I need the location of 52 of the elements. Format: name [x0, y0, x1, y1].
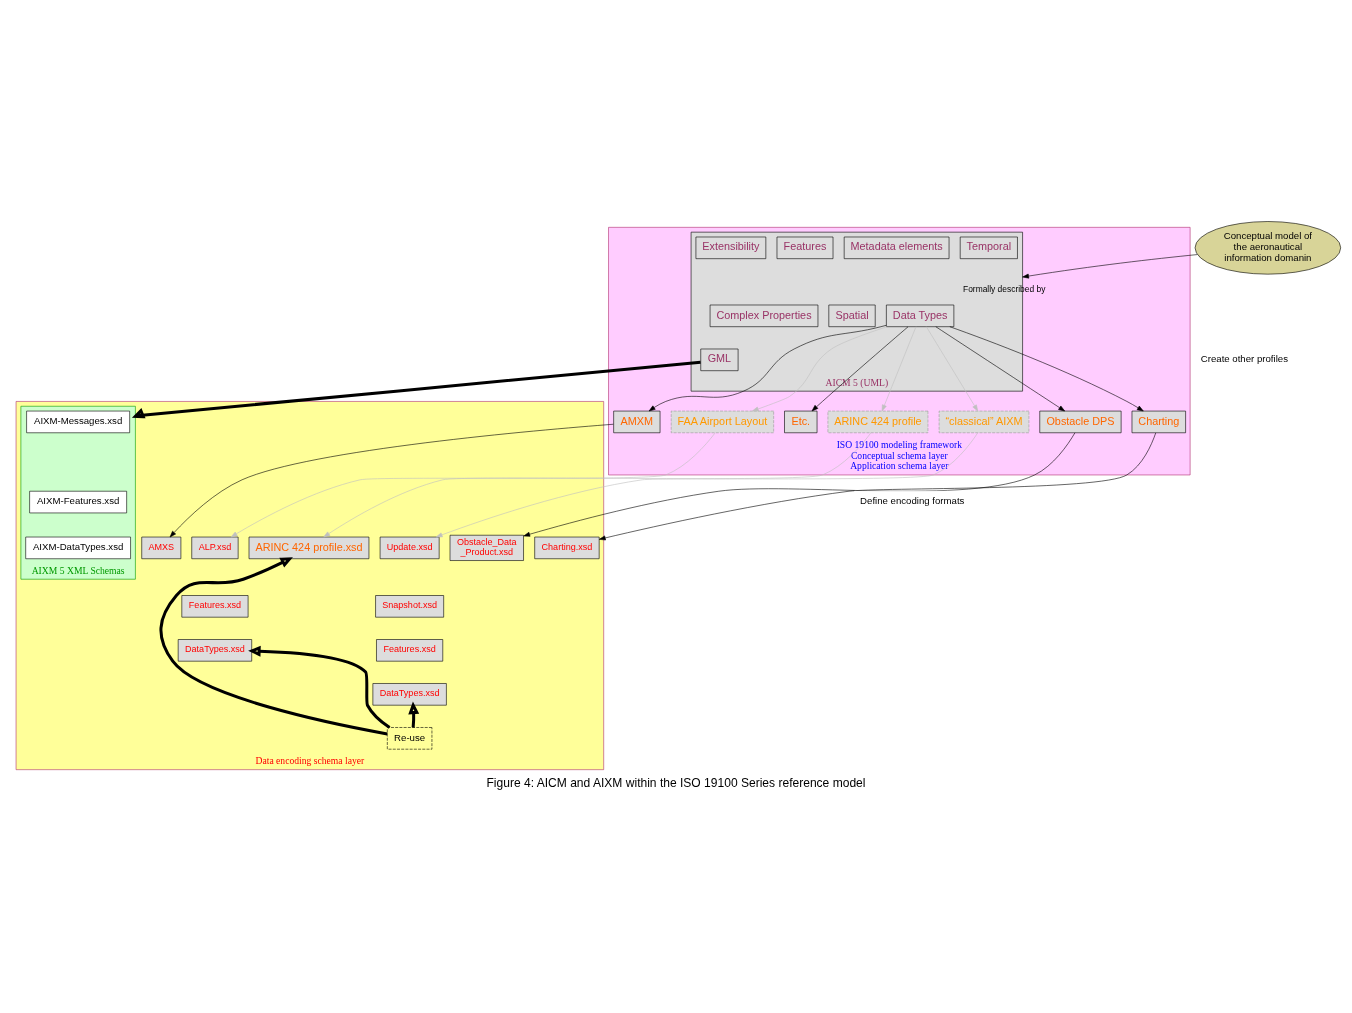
node-box: Obstacle DPS	[1039, 410, 1122, 433]
arrow	[408, 701, 420, 728]
node-box: Spatial	[828, 304, 876, 327]
node-box: GML	[700, 348, 739, 371]
arrow	[752, 325, 888, 411]
node-box: Charting	[1131, 410, 1186, 433]
node-box: Re-use	[387, 726, 433, 749]
arrow	[949, 325, 1144, 411]
node-box: Features.xsd	[181, 594, 249, 617]
node-box: ARINC 424 profile	[827, 410, 929, 433]
arrow	[248, 645, 391, 729]
node-box: Charting.xsd	[534, 536, 600, 559]
arrow	[881, 325, 917, 411]
node-box: AMXS	[141, 536, 182, 559]
node-box: AIXM-Messages.xsd	[26, 410, 130, 433]
node-box: Metadata elements	[843, 236, 950, 259]
arrow	[435, 432, 978, 537]
label: Define encoding formats	[860, 494, 965, 506]
label: Create other profiles	[1200, 352, 1288, 364]
arrow	[926, 325, 979, 411]
arrow	[230, 432, 716, 537]
arrow	[1022, 253, 1198, 278]
node-box: DataTypes.xsd	[177, 638, 252, 661]
arrow	[648, 324, 887, 411]
node-box: FAA Airport Layout	[670, 410, 774, 433]
node-box: Update.xsd	[379, 536, 440, 559]
arrow	[169, 423, 614, 537]
node-box: ARINC 424 profile.xsd	[248, 536, 370, 559]
node-box: ALP.xsd	[191, 536, 239, 559]
arrow	[935, 325, 1065, 411]
arrow	[598, 432, 1157, 540]
node-box: Complex Properties	[709, 304, 819, 327]
node-box: Snapshot.xsd	[375, 594, 444, 617]
node-box: AMXM	[613, 410, 661, 433]
node-box: Etc.	[784, 410, 818, 433]
node-box: Features.xsd	[376, 638, 444, 661]
node-box: DataTypes.xsd	[372, 682, 447, 705]
node-ellipse: Conceptual model of the aeronautical information domanin	[1194, 220, 1341, 274]
arrow	[523, 432, 1076, 537]
arrow	[131, 360, 701, 418]
arrow	[323, 431, 872, 537]
node-box: Temporal	[959, 236, 1018, 259]
node-box: AIXM-DataTypes.xsd	[25, 536, 131, 559]
node-box: Extensibility	[695, 236, 767, 259]
node-box: Features	[776, 236, 834, 259]
arrow	[159, 556, 388, 735]
node-box: AIXM-Features.xsd	[29, 490, 127, 513]
node-box: “classical” AIXM	[938, 410, 1030, 433]
caption: Figure 4: AICM and AIXM within the ISO 19100 Series reference model	[486, 775, 866, 790]
node-box: Obstacle_Data _Product.xsd	[449, 534, 524, 561]
arrow	[811, 326, 909, 411]
node-box: Data Types	[886, 304, 955, 327]
